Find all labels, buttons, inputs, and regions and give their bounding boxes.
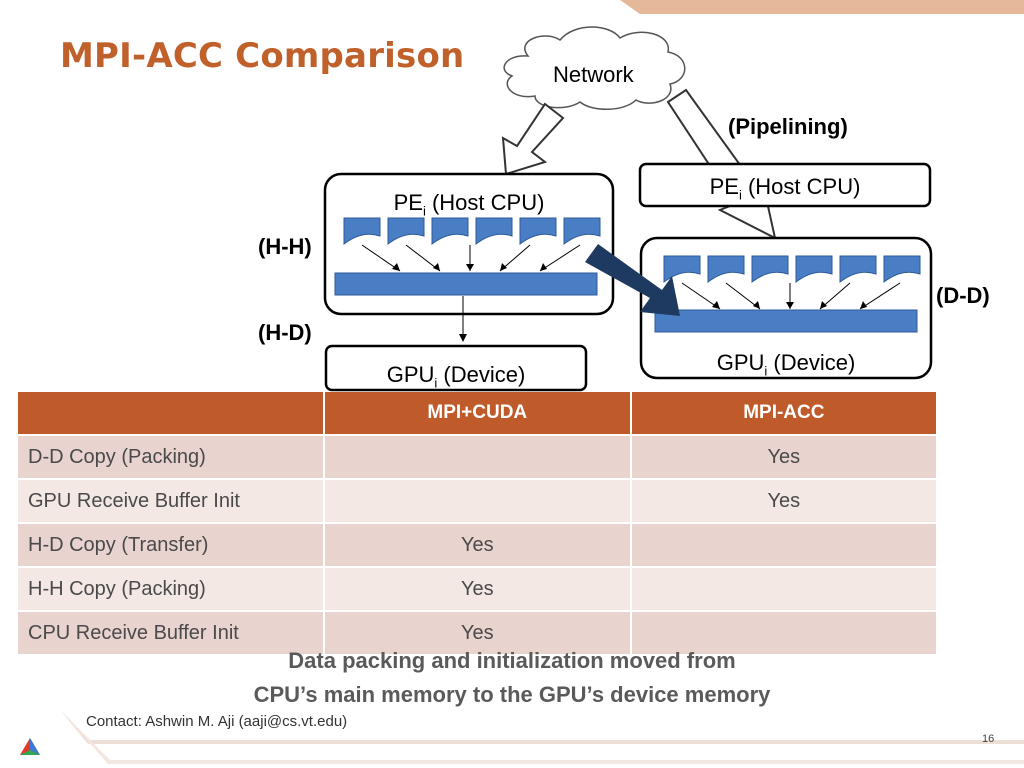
table-header-row: MPI+CUDA MPI-ACC xyxy=(18,392,939,435)
cell-mpi-cuda: Yes xyxy=(323,566,632,611)
table-row: D-D Copy (Packing) Yes xyxy=(18,434,939,479)
left-device-label: GPUi (Device) xyxy=(386,362,526,391)
cell-mpi-acc xyxy=(630,566,939,611)
right-host-label: PEi (Host CPU) xyxy=(709,174,861,203)
header-mpi-acc: MPI-ACC xyxy=(630,392,939,435)
pipelining-label: (Pipelining) xyxy=(728,114,848,139)
bottom-decoration xyxy=(20,710,1024,764)
row-label: H-H Copy (Packing) xyxy=(18,566,325,611)
right-packets xyxy=(663,255,921,284)
row-label: CPU Receive Buffer Init xyxy=(18,610,325,654)
network-cloud xyxy=(503,26,686,110)
left-device-box xyxy=(324,344,588,392)
header-empty xyxy=(18,392,325,435)
dd-move-arrow xyxy=(585,244,680,316)
comparison-table: MPI+CUDA MPI-ACC D-D Copy (Packing) Yes … xyxy=(18,392,939,654)
cell-mpi-cuda: Yes xyxy=(323,610,632,654)
table-row: GPU Receive Buffer Init Yes xyxy=(18,478,939,523)
network-to-left-host-arrow xyxy=(501,102,565,176)
caption-line-1: Data packing and initialization moved fr… xyxy=(288,648,736,673)
logo-icon xyxy=(20,738,40,755)
diagram xyxy=(323,26,933,392)
cell-mpi-cuda xyxy=(323,478,632,523)
dd-label: (D-D) xyxy=(936,283,990,308)
cell-mpi-acc: Yes xyxy=(630,434,939,479)
left-gather-arrows xyxy=(361,244,581,340)
header-mpi-cuda: MPI+CUDA xyxy=(323,392,632,435)
table-row: CPU Receive Buffer Init Yes xyxy=(18,610,939,654)
cell-mpi-acc xyxy=(630,610,939,654)
contact-text: Contact: Ashwin M. Aji (aaji@cs.vt.edu) xyxy=(86,713,348,730)
row-label: H-D Copy (Transfer) xyxy=(18,522,325,567)
right-device-buffer xyxy=(654,309,918,333)
top-decoration xyxy=(620,0,1024,14)
cell-mpi-acc: Yes xyxy=(630,478,939,523)
network-label: Network xyxy=(553,62,634,87)
table-row: H-D Copy (Transfer) Yes xyxy=(18,522,939,567)
row-label: GPU Receive Buffer Init xyxy=(18,478,325,523)
table-row: H-H Copy (Packing) Yes xyxy=(18,566,939,611)
page-number: 16 xyxy=(982,733,995,745)
right-host-box xyxy=(638,162,932,208)
row-label: D-D Copy (Packing) xyxy=(18,434,325,479)
hh-label: (H-H) xyxy=(258,234,312,259)
hd-label: (H-D) xyxy=(258,320,312,345)
cell-mpi-cuda xyxy=(323,434,632,479)
left-packets xyxy=(343,217,601,246)
left-host-buffer xyxy=(334,272,598,296)
right-device-label: GPUi (Device) xyxy=(716,350,856,379)
cell-mpi-cuda: Yes xyxy=(323,522,632,567)
left-host-label: PEi (Host CPU) xyxy=(393,190,545,219)
caption-line-2: CPU’s main memory to the GPU’s device me… xyxy=(253,682,771,707)
cell-mpi-acc xyxy=(630,522,939,567)
slide-title: MPI-ACC Comparison xyxy=(60,36,465,76)
